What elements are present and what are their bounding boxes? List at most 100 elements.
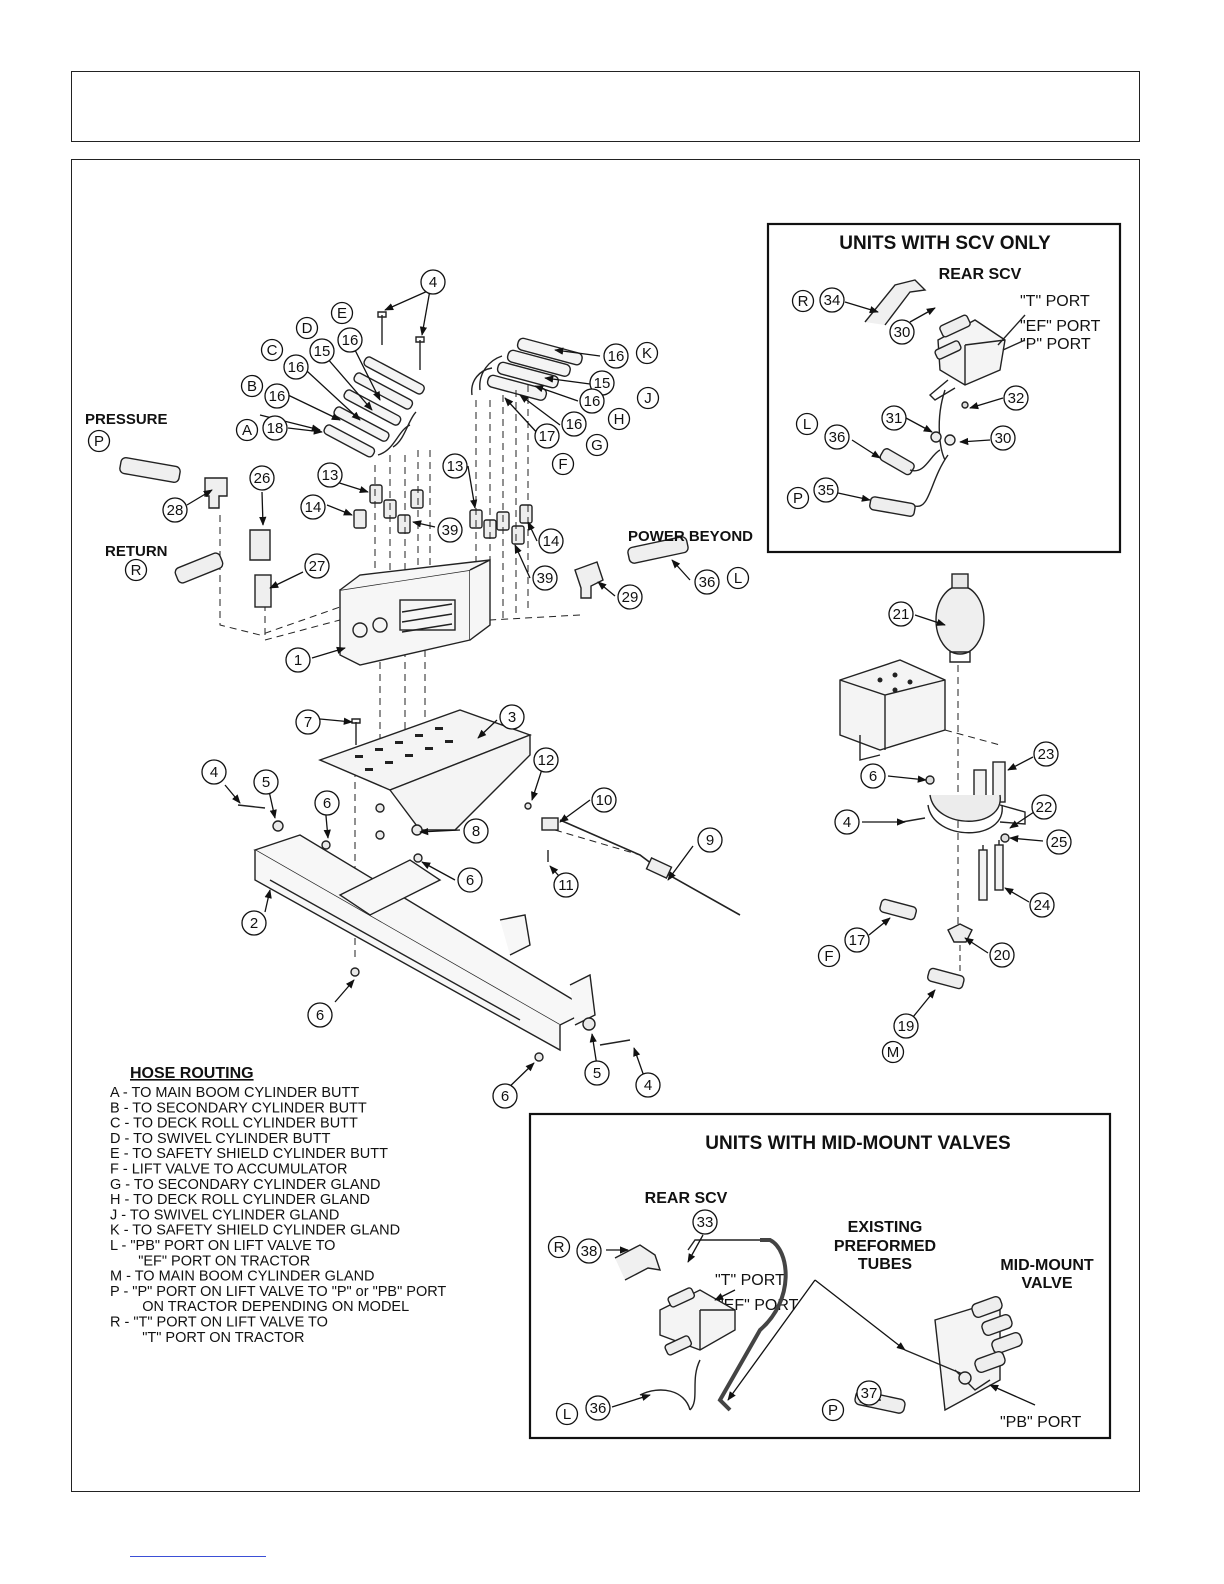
- callout-circle: [856, 1380, 882, 1406]
- callout-circle: [463, 818, 489, 844]
- callout-circle: [437, 517, 463, 543]
- callout-circle: [819, 287, 845, 313]
- callout-circle: [726, 566, 750, 590]
- callout-label: R: [131, 562, 142, 579]
- callout-C: C: [260, 338, 284, 362]
- callout-4: 4: [201, 759, 227, 785]
- callout-A: A: [235, 418, 259, 442]
- callout-circle: [603, 343, 629, 369]
- callout-16: 16: [264, 383, 290, 409]
- callout-circle: [253, 769, 279, 795]
- callout-label: L: [563, 1406, 571, 1423]
- callout-label: 16: [342, 332, 359, 349]
- callout-label: 26: [254, 470, 271, 487]
- callout-label: 14: [305, 499, 322, 516]
- callout-label: M: [887, 1044, 900, 1061]
- callout-K: K: [635, 341, 659, 365]
- callout-16: 16: [603, 343, 629, 369]
- callout-circle: [532, 565, 558, 591]
- hose-routing-line: "T" PORT ON TRACTOR: [110, 1330, 305, 1346]
- power-beyond-label: POWER BEYOND: [628, 528, 753, 545]
- callout-P: P: [821, 1398, 845, 1422]
- callout-label: 16: [608, 348, 625, 365]
- callout-circle: [635, 1072, 661, 1098]
- hose-routing-line: P - "P" PORT ON LIFT VALVE TO "P" or "PB…: [110, 1284, 446, 1300]
- hose-routing-line: A - TO MAIN BOOM CYLINDER BUTT: [110, 1085, 359, 1101]
- callout-label: R: [554, 1239, 565, 1256]
- callout-circle: [201, 759, 227, 785]
- callout-P: P: [87, 429, 111, 453]
- callout-36: 36: [824, 424, 850, 450]
- callout-37: 37: [856, 1380, 882, 1406]
- callout-circle: [636, 386, 660, 410]
- callout-circle: [534, 423, 560, 449]
- callout-label: 2: [250, 915, 258, 932]
- callout-4: 4: [635, 1072, 661, 1098]
- callout-circle: [834, 809, 860, 835]
- callout-F: F: [551, 452, 575, 476]
- callout-label: P: [94, 433, 104, 450]
- callout-4: 4: [834, 809, 860, 835]
- callout-circle: [697, 827, 723, 853]
- hose-routing-line: "EF" PORT ON TRACTOR: [110, 1253, 310, 1269]
- callout-label: F: [824, 948, 833, 965]
- callout-circle: [555, 1402, 579, 1426]
- callout-label: 29: [622, 589, 639, 606]
- callout-label: 3: [508, 709, 516, 726]
- callout-label: 16: [584, 393, 601, 410]
- callout-circle: [888, 601, 914, 627]
- callout-F: F: [817, 944, 841, 968]
- midmount-inset-title: UNITS WITH MID-MOUNT VALVES: [705, 1133, 1010, 1154]
- callout-1: 1: [285, 647, 311, 673]
- callout-15: 15: [309, 338, 335, 364]
- hoses-right-group: [471, 337, 583, 401]
- callout-16: 16: [579, 388, 605, 414]
- callout-label: A: [242, 422, 252, 439]
- callout-label: 23: [1038, 746, 1055, 763]
- callout-label: 18: [267, 420, 284, 437]
- midmount-pb-port-label: "PB" PORT: [1000, 1414, 1082, 1431]
- callout-label: 9: [706, 832, 714, 849]
- title-box: [71, 71, 1140, 142]
- callout-11: 11: [553, 872, 579, 898]
- existing-label-3: TUBES: [858, 1256, 913, 1273]
- callout-6: 6: [307, 1002, 333, 1028]
- callout-label: 4: [843, 814, 851, 831]
- callout-circle: [585, 1395, 611, 1421]
- leader-lines: [186, 289, 1044, 1094]
- callout-label: 5: [262, 774, 270, 791]
- callout-36: 36: [585, 1395, 611, 1421]
- callout-circle: [881, 405, 907, 431]
- callout-label: 16: [269, 388, 286, 405]
- callout-label: 1: [294, 652, 302, 669]
- callout-17: 17: [844, 927, 870, 953]
- callout-label: 24: [1034, 897, 1051, 914]
- callout-label: 4: [644, 1077, 652, 1094]
- callout-circle: [692, 1209, 718, 1235]
- callout-L: L: [726, 566, 750, 590]
- callout-circle: [1031, 794, 1057, 820]
- callout-B: B: [240, 374, 264, 398]
- main-assembly: [119, 311, 741, 1062]
- hose-routing-line: C - TO DECK ROLL CYLINDER BUTT: [110, 1116, 358, 1132]
- hose-routing-line: M - TO MAIN BOOM CYLINDER GLAND: [110, 1269, 375, 1285]
- hose-routing-line: K - TO SAFETY SHIELD CYLINDER GLAND: [110, 1223, 400, 1239]
- callout-circle: [989, 942, 1015, 968]
- callout-38: 38: [576, 1238, 602, 1264]
- callout-30: 30: [990, 425, 1016, 451]
- callout-label: 10: [596, 792, 613, 809]
- callout-label: 5: [593, 1065, 601, 1082]
- callout-14: 14: [300, 494, 326, 520]
- return-label: RETURN: [105, 543, 168, 560]
- callout-circle: [576, 1238, 602, 1264]
- callout-13: 13: [317, 462, 343, 488]
- callout-circle: [249, 465, 275, 491]
- scv-t-port-label: "T" PORT: [1020, 293, 1090, 310]
- callout-circle: [309, 338, 335, 364]
- callout-label: 4: [429, 274, 437, 291]
- callout-33: 33: [692, 1209, 718, 1235]
- callout-circle: [1029, 892, 1055, 918]
- callout-2: 2: [241, 910, 267, 936]
- callout-L: L: [555, 1402, 579, 1426]
